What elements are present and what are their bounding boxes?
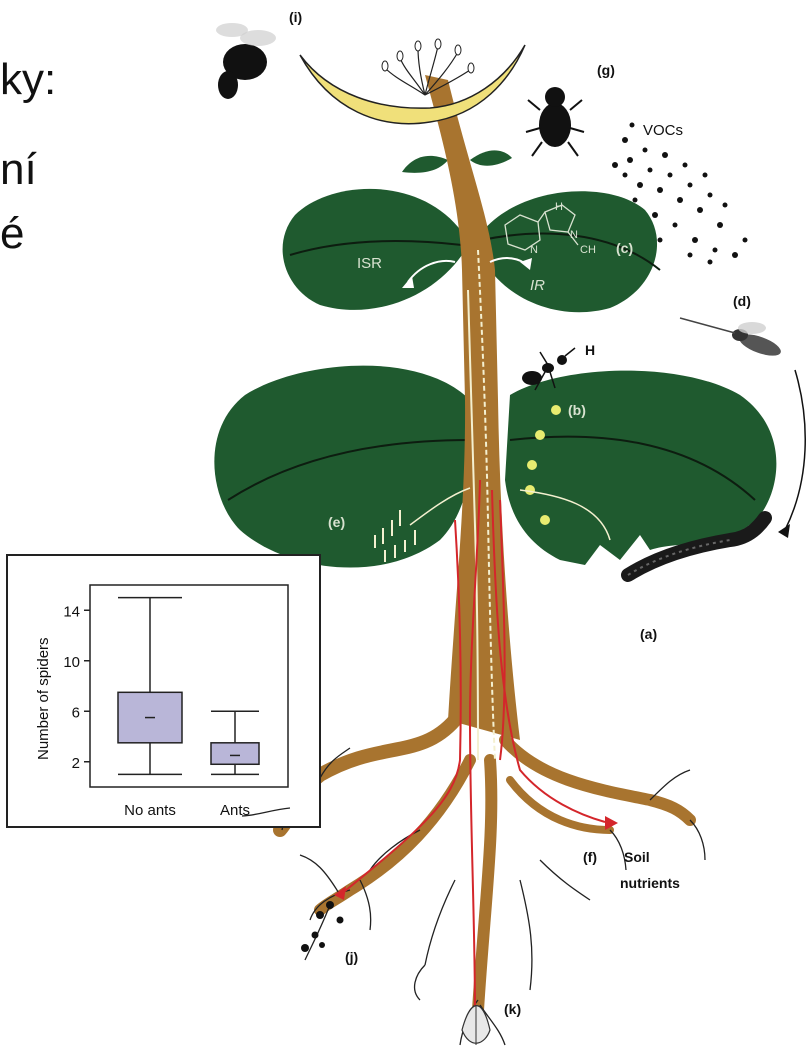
y-axis-label: Number of spiders	[35, 637, 52, 760]
bee-icon	[216, 23, 276, 99]
x-tick-label: Ants	[220, 802, 250, 819]
label-a: (a)	[640, 626, 657, 642]
beetle-icon	[526, 87, 584, 156]
label-h: H	[585, 342, 595, 358]
label-c: (c)	[616, 240, 633, 256]
label-vocs: VOCs	[643, 122, 683, 139]
chem-ch3: CH	[580, 244, 596, 256]
leaf-lower-left	[214, 366, 473, 568]
chem-n1: N	[530, 244, 538, 256]
label-isr: ISR	[357, 255, 382, 272]
label-soil: Soil	[624, 849, 650, 865]
label-f: (f)	[583, 849, 597, 865]
y-tick-label: 2	[72, 755, 80, 772]
label-b: (b)	[568, 402, 586, 418]
x-tick-label: No ants	[124, 802, 176, 819]
y-tick-label: 14	[63, 603, 80, 620]
flower	[300, 39, 525, 124]
label-nutrients: nutrients	[620, 875, 680, 891]
inset-frame	[7, 555, 320, 827]
label-j: (j)	[345, 949, 358, 965]
label-d: (d)	[733, 293, 751, 309]
chem-n2: N	[570, 229, 578, 241]
wasp-icon	[680, 318, 783, 360]
root-organ	[462, 1005, 490, 1045]
chem-h: H	[555, 201, 563, 213]
roots	[280, 720, 690, 1010]
label-e: (e)	[328, 514, 345, 530]
inset-boxplot: Number of spiders 2 6 10 14 No ants Ants	[7, 555, 320, 827]
label-k: (k)	[504, 1001, 521, 1017]
label-i: (i)	[289, 9, 302, 25]
box-iqr	[211, 743, 259, 764]
y-tick-label: 6	[72, 704, 80, 721]
label-g: (g)	[597, 62, 615, 78]
label-ir: IR	[530, 277, 545, 294]
y-tick-label: 10	[63, 654, 80, 671]
parasitoid-arrow	[785, 370, 805, 530]
